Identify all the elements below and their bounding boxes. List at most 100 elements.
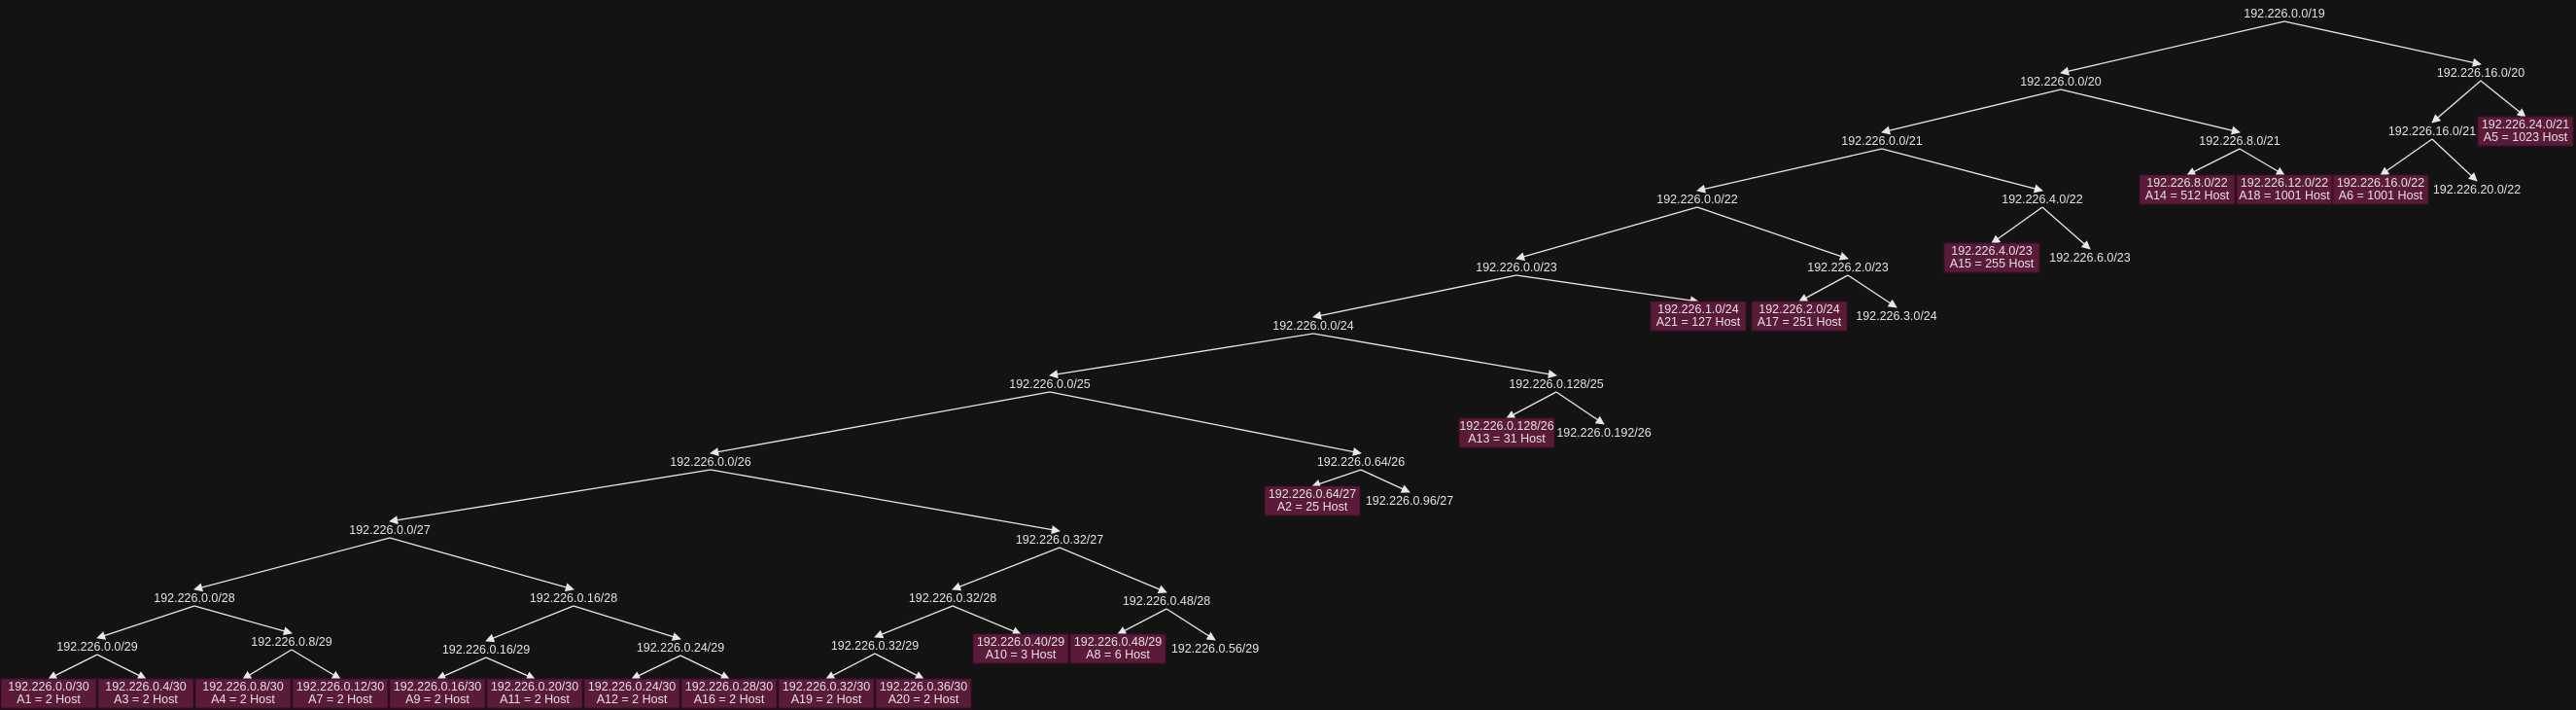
edge-n25a-n26a — [710, 391, 1051, 457]
nodes-layer: 192.226.0.0/19 192.226.0.0/20 192.226.16.0… — [0, 7, 2574, 709]
allocation-box — [1069, 633, 1166, 664]
subnet-node-n28a: 192.226.0.0/28 — [154, 591, 234, 605]
subnet-label: 192.226.0.0/27 — [349, 523, 430, 537]
subnet-node-n23a: 192.226.0.0/23 — [1476, 261, 1556, 274]
edge-n24a-n25b — [1312, 333, 1557, 379]
edge-n21b-n22c — [2186, 148, 2241, 176]
allocation-box — [2477, 116, 2574, 147]
edge-n29a-n30a — [48, 654, 98, 680]
subnet-label: 192.226.0.64/26 — [1317, 455, 1405, 469]
allocation-label: A16 = 2 Host — [694, 692, 765, 706]
allocation-box — [1264, 485, 1361, 516]
subnet-node-n26d: 192.226.0.192/26 — [1556, 426, 1651, 440]
subnet-node-n27a: 192.226.0.0/27 — [349, 523, 430, 537]
subnet-label: 192.226.0.48/29 — [1074, 635, 1162, 649]
subnet-label: 192.226.1.0/24 — [1657, 302, 1738, 316]
subnet-label: 192.226.0.0/28 — [154, 591, 234, 605]
allocation-label: A1 = 2 Host — [17, 692, 81, 706]
allocation-label: A19 = 2 Host — [791, 692, 862, 706]
allocation-label: A4 = 2 Host — [211, 692, 275, 706]
subnet-label: 192.226.0.20/30 — [491, 680, 578, 693]
edge-n26a-n27b — [710, 469, 1061, 535]
edge-n21a-n22a — [1696, 148, 1883, 194]
subnet-label: 192.226.0.0/30 — [8, 680, 88, 693]
edge-n28c-n29e — [874, 605, 954, 639]
edge-n28b-n29d — [573, 605, 681, 641]
subnet-label: 192.226.4.0/22 — [2002, 193, 2082, 206]
subnet-node-n28c: 192.226.0.32/28 — [909, 591, 996, 605]
edge-n23a-n24b — [1515, 274, 1699, 305]
edge-n20b-n21c — [2431, 80, 2482, 124]
allocation-label: A14 = 512 Host — [2145, 189, 2230, 202]
subnet-node-n21a: 192.226.0.0/21 — [1841, 134, 1922, 148]
edge-n22a-n23b — [1696, 206, 1849, 261]
allocation-box — [972, 633, 1069, 664]
subnet-label: 192.226.0.8/30 — [202, 680, 283, 693]
edge-n20b-n21d — [2480, 80, 2526, 118]
allocation-label: A10 = 3 Host — [986, 648, 1057, 661]
edge-n26b-n27d — [1360, 469, 1410, 493]
subnet-label: 192.226.0.48/28 — [1123, 594, 1210, 608]
edge-n27b-n28c — [952, 547, 1061, 591]
subnet-label: 192.226.20.0/22 — [2433, 183, 2521, 196]
subnet-node-n23b: 192.226.2.0/23 — [1807, 261, 1888, 274]
edge-n29b-n30c — [242, 649, 293, 680]
allocation-box — [292, 678, 389, 709]
subnet-label: 192.226.2.0/24 — [1758, 302, 1839, 316]
subnet-node-n26b: 192.226.0.64/26 — [1317, 455, 1405, 469]
allocation-label: A13 = 31 Host — [1468, 432, 1546, 445]
subnet-label: 192.226.0.192/26 — [1556, 426, 1651, 440]
allocation-box — [2332, 174, 2429, 205]
subnet-label: 192.226.0.0/21 — [1841, 134, 1922, 148]
allocation-label: A5 = 1023 Host — [2484, 130, 2568, 144]
subnet-label: 192.226.0.16/28 — [530, 591, 617, 605]
subnet-node-n22a: 192.226.0.0/22 — [1656, 193, 1737, 206]
edge-n23b-n24d — [1847, 274, 1897, 308]
subnet-label: 192.226.0.0/20 — [2020, 75, 2101, 89]
subnet-label: 192.226.0.0/19 — [2244, 7, 2324, 20]
subnet-label: 192.226.0.0/26 — [670, 455, 750, 469]
allocation-label: A11 = 2 Host — [500, 692, 570, 706]
edge-n29c-n30f — [485, 657, 536, 680]
edge-n28b-n29c — [485, 605, 574, 643]
allocation-box — [1751, 301, 1848, 332]
edge-n28d-n29g — [1117, 608, 1167, 635]
subnet-label: 192.226.0.16/30 — [394, 680, 481, 693]
allocation-box — [97, 678, 194, 709]
subnet-node-n20b: 192.226.16.0/20 — [2437, 66, 2524, 80]
subnet-label: 192.226.16.0/22 — [2337, 176, 2424, 190]
subnet-label: 192.226.0.32/29 — [831, 639, 919, 653]
subnet-label: 192.226.0.32/30 — [783, 680, 870, 693]
subnet-node-n22f: 192.226.20.0/22 — [2433, 183, 2521, 196]
edge-n21b-n22d — [2239, 148, 2285, 176]
subnet-node-n27b: 192.226.0.32/27 — [1016, 533, 1103, 547]
subnet-label: 192.226.8.0/21 — [2199, 134, 2280, 148]
edge-n26a-n27a — [389, 469, 712, 525]
edge-n25b-n26d — [1555, 391, 1605, 425]
edges-layer — [48, 20, 2526, 680]
subnet-label: 192.226.0.0/24 — [1272, 319, 1353, 333]
allocation-label: A18 = 1001 Host — [2239, 189, 2330, 202]
allocation-label: A12 = 2 Host — [597, 692, 668, 706]
allocation-label: A9 = 2 Host — [405, 692, 470, 706]
edge-n28c-n29f — [952, 605, 1022, 636]
subnet-node-n24a: 192.226.0.0/24 — [1272, 319, 1353, 333]
allocation-label: A6 = 1001 Host — [2339, 189, 2423, 202]
edge-n20a-n21b — [2060, 89, 2241, 135]
subnet-node-n29h: 192.226.0.56/29 — [1171, 642, 1259, 656]
edge-n25b-n26c — [1506, 391, 1557, 419]
subnet-label: 192.226.16.0/21 — [2388, 124, 2476, 138]
edge-n23b-n24c — [1798, 274, 1849, 302]
